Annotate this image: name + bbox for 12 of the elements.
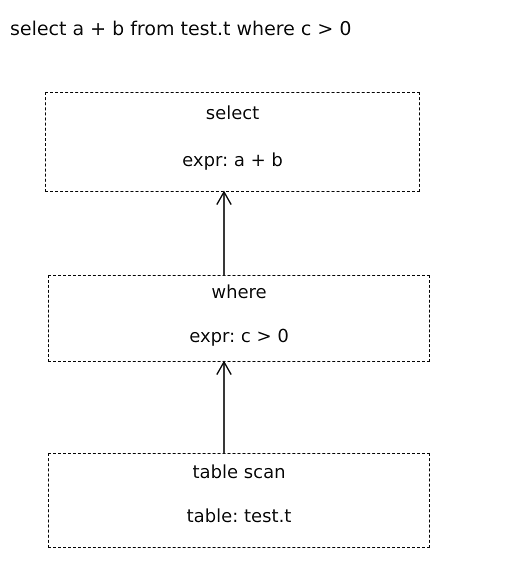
operator-name: select: [204, 103, 260, 124]
operator-box: [48, 275, 430, 362]
operator-box: [45, 92, 420, 192]
operator-name: where: [210, 282, 268, 303]
sql-query-title: select a + b from test.t where c > 0: [10, 18, 352, 40]
operator-detail: expr: a + b: [181, 150, 284, 171]
operator-detail: table: test.t: [186, 506, 292, 527]
operator-name: table scan: [191, 462, 287, 483]
operator-detail: expr: c > 0: [188, 326, 290, 347]
operator-box: [48, 453, 430, 548]
arrow: [216, 361, 232, 453]
arrow: [216, 191, 232, 275]
